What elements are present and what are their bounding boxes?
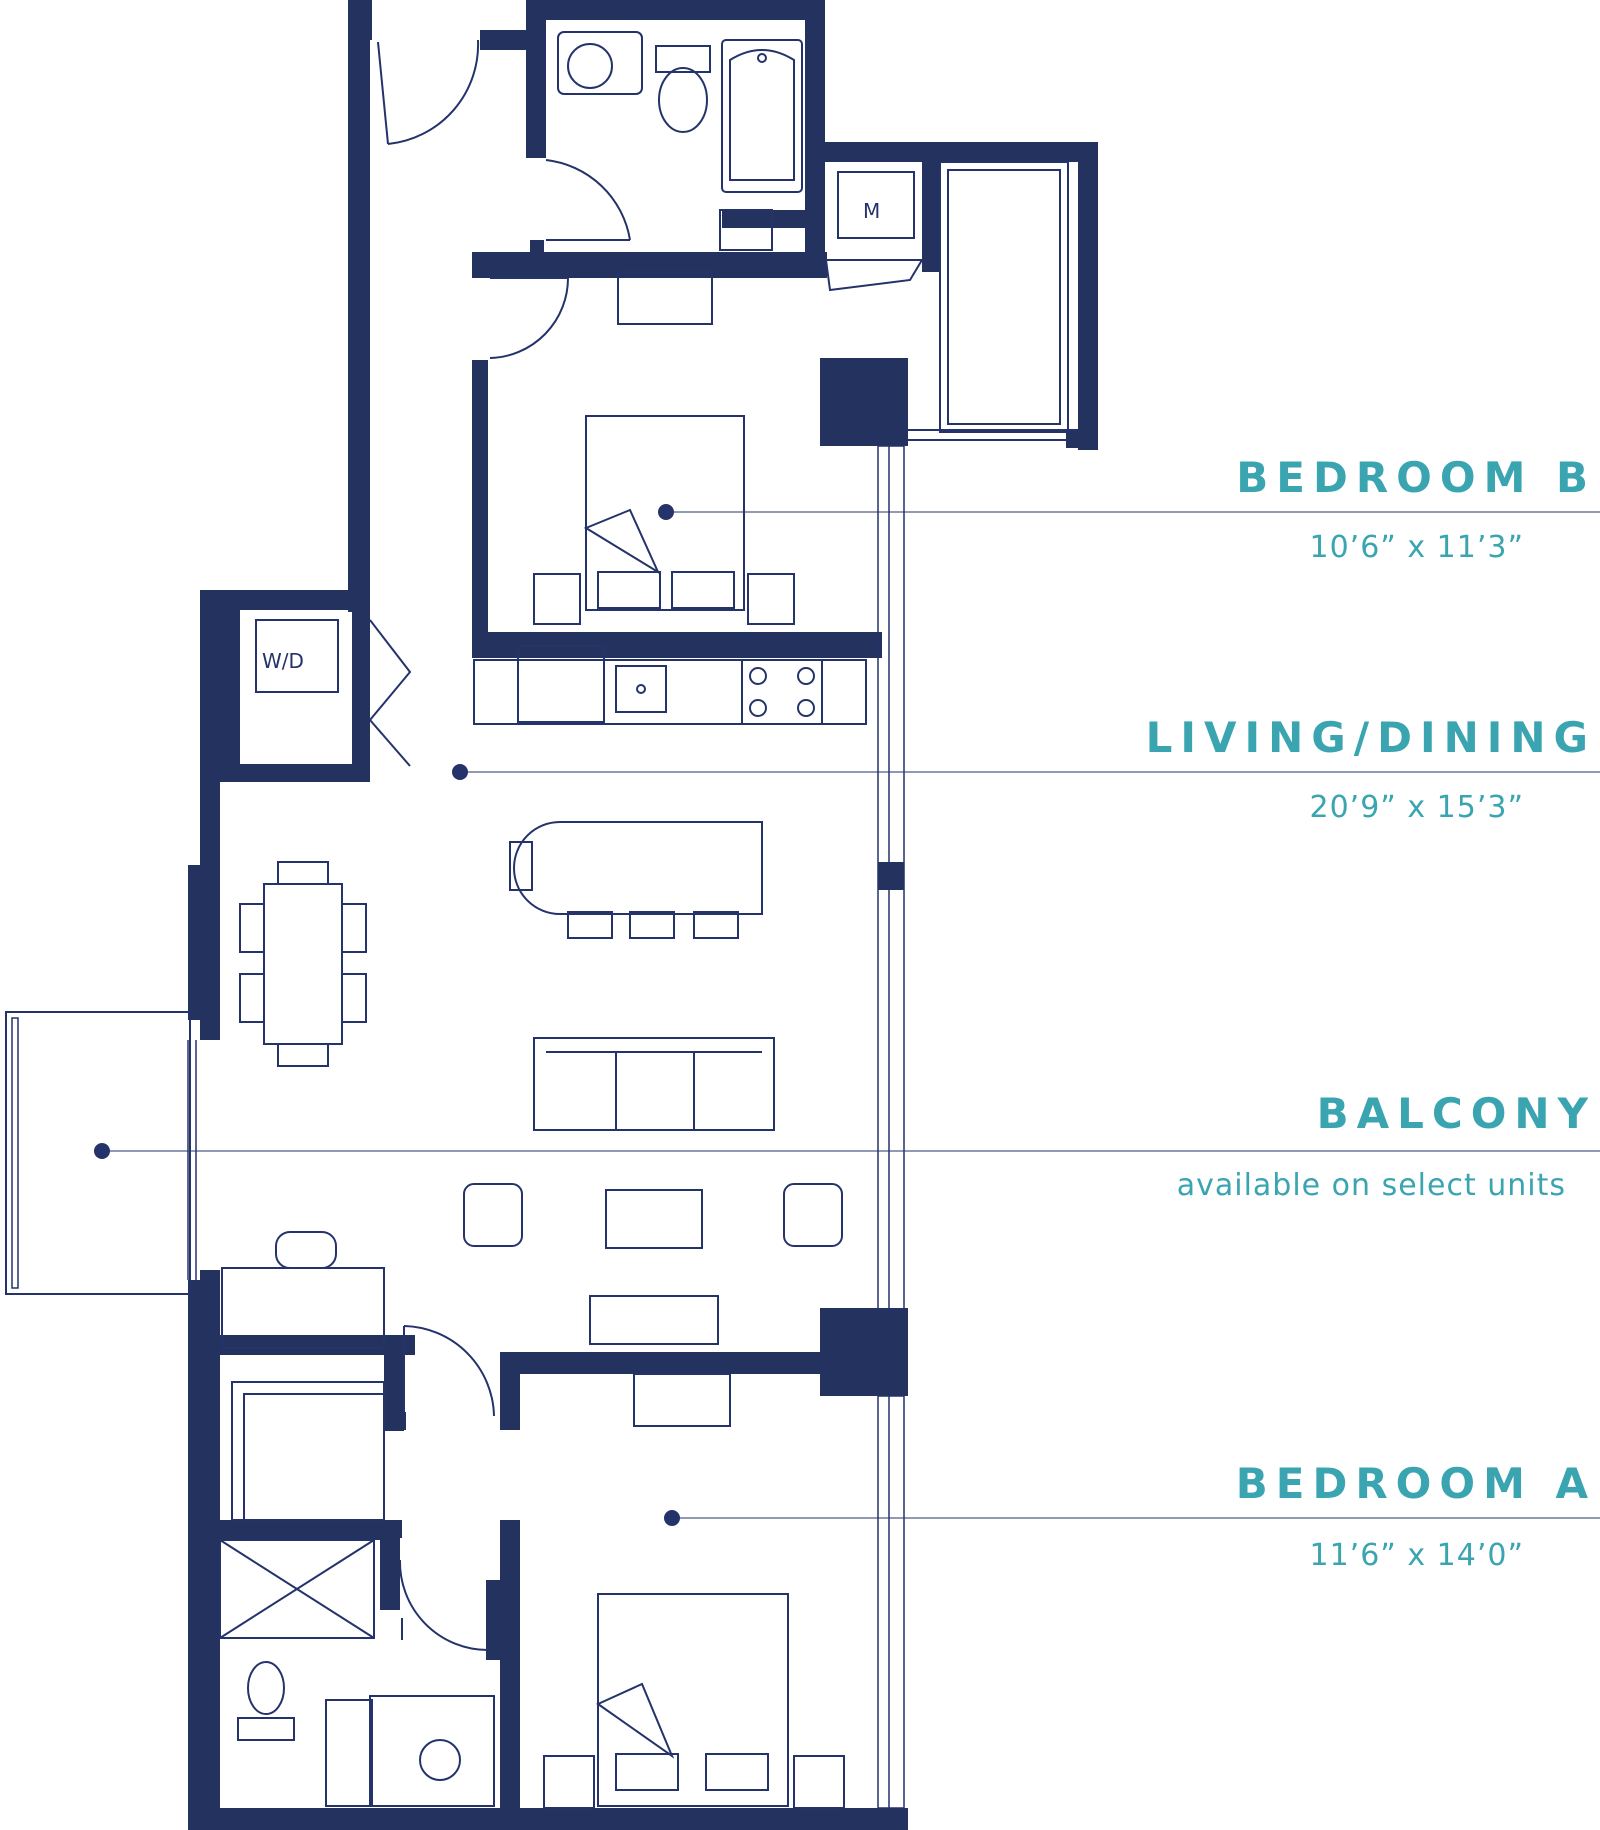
bedroom-a-title: BEDROOM A (1235, 1459, 1596, 1508)
window-wall (877, 445, 905, 1809)
balcony-outline (5, 1011, 197, 1295)
washer-dryer-label: W/D (262, 649, 304, 673)
living-dining-dimensions: 20’9” x 15’3” (1309, 790, 1524, 825)
bedroom-b-title: BEDROOM B (1236, 453, 1596, 502)
fixtures: M W/D (219, 31, 1078, 1809)
bedroom-b-dimensions: 10’6” x 11’3” (1309, 530, 1524, 565)
balcony-note: available on select units (1176, 1168, 1566, 1203)
living-dining-title: LIVING/DINING (1145, 713, 1596, 762)
balcony-title: BALCONY (1316, 1089, 1596, 1138)
bedroom-a-dimensions: 11’6” x 14’0” (1309, 1538, 1524, 1573)
walls (188, 0, 1098, 1830)
mechanical-label: M (863, 199, 880, 223)
leader-lines (94, 504, 1600, 1526)
